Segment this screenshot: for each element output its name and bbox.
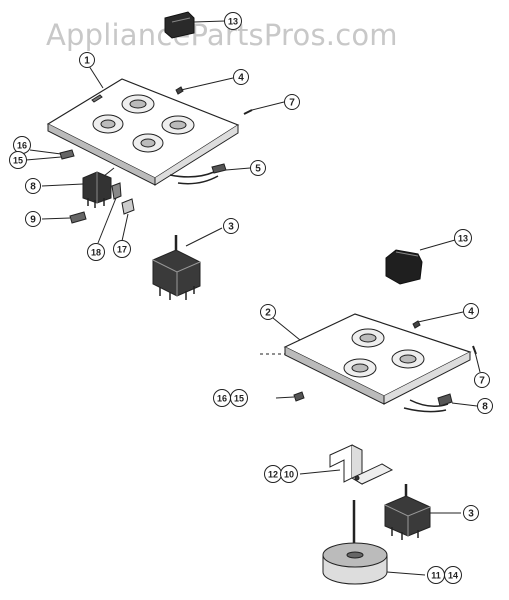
callout-circle: [250, 160, 266, 176]
callout-15-bottom: 15: [230, 389, 248, 407]
callout-circle: [230, 389, 248, 407]
knob-top: [164, 11, 226, 39]
callout-16-bottom: 16: [213, 389, 231, 407]
callout-1: 1: [79, 52, 95, 68]
callout-label: 11: [431, 571, 441, 581]
callout-circle: [280, 465, 298, 483]
callout-15-top: 15: [9, 151, 27, 169]
callout-label: 4: [238, 73, 244, 84]
callout-16-top: 16: [13, 136, 31, 154]
callout-label: 7: [479, 376, 485, 387]
callout-5: 5: [250, 160, 266, 176]
bracket-12-10: [299, 444, 394, 485]
callout-label: 16: [17, 141, 27, 151]
callout-4-top: 4: [233, 69, 249, 85]
callout-circle: [87, 243, 105, 261]
screw-7-top: [243, 101, 285, 115]
clip-top: [25, 149, 75, 161]
callout-4-bottom: 4: [463, 303, 479, 319]
callout-label: 2: [265, 308, 271, 319]
callout-label: 3: [228, 222, 234, 233]
callout-label: 12: [268, 470, 278, 480]
callout-17: 17: [113, 240, 131, 258]
callout-label: 5: [255, 164, 261, 175]
callout-circle: [9, 151, 27, 169]
callout-label: 15: [234, 394, 244, 404]
clip-bottom: [275, 391, 305, 402]
callout-label: 16: [217, 394, 227, 404]
callout-circle: [463, 303, 479, 319]
callout-circle: [474, 372, 490, 388]
callout-circle: [233, 69, 249, 85]
callout-3-bottom: 3: [463, 505, 479, 521]
callout-label: 1: [84, 56, 90, 67]
callout-label: 9: [30, 215, 36, 226]
callout-circle: [25, 211, 41, 227]
bracket-17: [121, 198, 135, 242]
callout-label: 8: [30, 182, 36, 193]
screw-7-bottom: [472, 345, 481, 373]
callout-11: 11: [427, 566, 445, 584]
knob-bottom: [385, 239, 456, 285]
callout-13-bottom: 13: [454, 229, 472, 247]
callout-circle: [113, 240, 131, 258]
callout-circle: [223, 218, 239, 234]
callout-13-top: 13: [224, 12, 242, 30]
callout-label: 13: [228, 17, 238, 27]
bracket-18: [97, 182, 122, 244]
screw-bottom: [412, 311, 464, 329]
infinite-switch-bottom: [384, 484, 461, 540]
motor-11-14: [322, 500, 426, 585]
callout-8-top: 8: [25, 178, 41, 194]
callout-circle: [444, 566, 462, 584]
callout-label: 15: [13, 156, 23, 166]
callout-label: 14: [448, 571, 458, 581]
callout-2: 2: [260, 304, 276, 320]
callout-circle: [79, 52, 95, 68]
screw-top: [175, 77, 234, 95]
infinite-switch-top: [152, 227, 223, 300]
callout-circle: [477, 398, 493, 414]
terminal-9: [41, 211, 87, 224]
callout-14: 14: [444, 566, 462, 584]
callout-label: 8: [482, 402, 488, 413]
callout-label: 4: [468, 307, 474, 318]
callout-3-top: 3: [223, 218, 239, 234]
callout-label: 17: [117, 245, 127, 255]
callout-7-bottom: 7: [474, 372, 490, 388]
callout-label: 10: [284, 470, 294, 480]
callout-circle: [454, 229, 472, 247]
callout-12: 12: [264, 465, 282, 483]
callout-circle: [463, 505, 479, 521]
callout-label: 13: [458, 234, 468, 244]
wire-bottom: [403, 393, 478, 413]
callout-18: 18: [87, 243, 105, 261]
cooktop-panel-top: [46, 78, 240, 186]
callout-label: 3: [468, 509, 474, 520]
switch-top: [41, 167, 115, 208]
callout-circle: [260, 304, 276, 320]
callout-9: 9: [25, 211, 41, 227]
callout-circle: [224, 12, 242, 30]
callout-8-bottom: 8: [477, 398, 493, 414]
callout-circle: [284, 94, 300, 110]
callout-circle: [25, 178, 41, 194]
callout-label: 7: [289, 98, 295, 109]
wire-top: [169, 163, 251, 185]
callout-7-top: 7: [284, 94, 300, 110]
watermark: AppliancePartsPros.com: [46, 18, 398, 52]
callout-label: 18: [91, 248, 101, 258]
callout-10: 10: [280, 465, 298, 483]
cooktop-panel-bottom: [283, 313, 472, 405]
